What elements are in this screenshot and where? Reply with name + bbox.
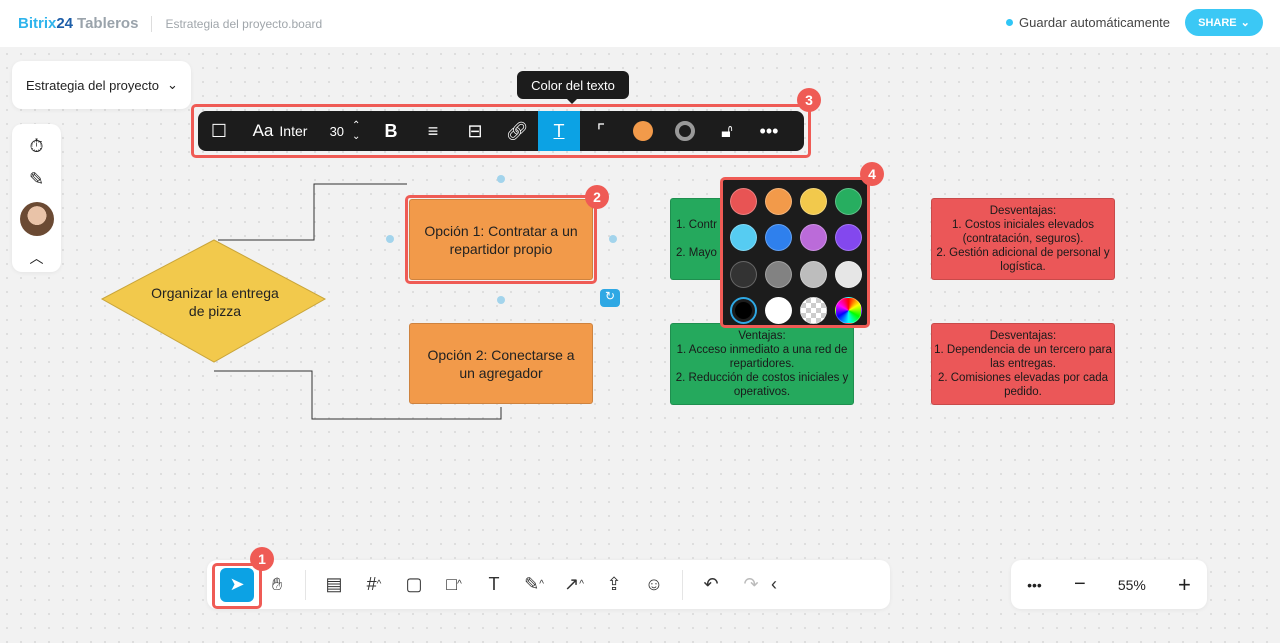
connectors xyxy=(100,183,502,420)
border-color-button[interactable] xyxy=(664,111,706,151)
side-panel: ⏱ ✎ ︿ xyxy=(12,124,61,272)
link-icon[interactable]: 🔗︎ xyxy=(505,120,529,141)
zoom-in-icon[interactable]: + xyxy=(1178,571,1191,597)
align-center-icon[interactable]: ≡ xyxy=(427,120,439,141)
chevron-up-icon[interactable]: ︿ xyxy=(29,250,44,266)
undo-icon[interactable]: ↶ xyxy=(703,574,719,594)
swatch-violet[interactable] xyxy=(835,224,862,252)
avatar[interactable] xyxy=(19,202,54,236)
step-badge-4: 4 xyxy=(860,162,884,186)
select-tool-icon[interactable]: ➤ xyxy=(220,567,254,602)
highlight-option1 xyxy=(405,195,597,284)
file-name: Estrategia del proyecto.board xyxy=(165,16,323,31)
step-badge-1: 1 xyxy=(250,547,274,571)
swatch-green[interactable] xyxy=(835,188,862,215)
swatch-transparent[interactable] xyxy=(800,296,827,324)
bold-icon[interactable]: B xyxy=(384,120,398,141)
fill-color-button[interactable] xyxy=(622,111,664,151)
bottom-toolbar: ➤ ✋︎ ▤ #^ ▢ □^ T ✎^ ↗^ ⇪ ☺ ↶ ↷ ‹ xyxy=(207,560,890,609)
swatch-lightest-gray[interactable] xyxy=(835,260,862,288)
swatch-dark-gray[interactable] xyxy=(730,260,757,288)
text-color-icon[interactable]: T xyxy=(538,111,580,151)
upload-icon[interactable]: ⇪ xyxy=(606,574,622,594)
rotate-icon[interactable]: ↻ xyxy=(600,289,620,307)
templates-icon[interactable]: ▤ xyxy=(325,574,343,594)
share-button[interactable]: SHARE⌄ xyxy=(1185,9,1263,36)
swatch-black-selected[interactable] xyxy=(730,296,757,324)
highlight-select-tool xyxy=(212,563,262,609)
swatch-yellow[interactable] xyxy=(800,188,827,215)
frame-icon[interactable]: ☐ xyxy=(210,120,228,141)
timer-icon[interactable]: ⏱ xyxy=(29,136,44,156)
frame-tool-icon[interactable]: #^ xyxy=(366,574,382,594)
more-icon[interactable]: ••• xyxy=(759,120,779,141)
emoji-icon[interactable]: ☺ xyxy=(644,574,664,594)
corner-radius-icon[interactable]: ⌜ xyxy=(596,120,606,141)
shape-tool-icon[interactable]: □^ xyxy=(446,574,462,594)
swatch-gray[interactable] xyxy=(765,260,792,288)
zoom-out-icon[interactable]: − xyxy=(1073,573,1086,595)
arrow-tool-icon[interactable]: ↗^ xyxy=(564,574,584,594)
magic-wand-icon[interactable]: ✎ xyxy=(28,169,45,189)
step-badge-3: 3 xyxy=(797,88,821,112)
swatch-white[interactable] xyxy=(765,296,792,324)
decision-node[interactable]: Organizar la entrega de pizza xyxy=(151,285,279,319)
swatch-blue[interactable] xyxy=(765,224,792,252)
option2-node[interactable]: Opción 2: Conectarse a un agregador xyxy=(409,323,593,404)
zoom-level: 55% xyxy=(1117,576,1146,593)
collapse-icon[interactable]: ‹ xyxy=(771,574,777,594)
chevron-down-icon: ⌄ xyxy=(166,77,178,92)
zoom-panel: ••• − 55% + xyxy=(1011,560,1207,609)
lock-icon[interactable]: 🔓︎ xyxy=(721,120,733,141)
vertical-align-icon[interactable]: ⊟ xyxy=(467,120,483,141)
text-tool-icon[interactable]: T xyxy=(488,574,500,594)
tooltip: Color del texto xyxy=(517,71,629,104)
cons1-node[interactable]: Desventajas: 1. Costos iniciales elevado… xyxy=(931,198,1115,280)
sticky-note-icon[interactable]: ▢ xyxy=(405,574,423,594)
chevron-down-icon: ⌄ xyxy=(1240,17,1250,29)
color-picker xyxy=(720,177,870,328)
decision-diamond xyxy=(100,239,327,363)
swatch-custom-color[interactable] xyxy=(835,296,862,324)
step-badge-2: 2 xyxy=(585,185,609,209)
board-selector[interactable]: Estrategia del proyecto⌄ xyxy=(12,61,191,109)
swatch-light-gray[interactable] xyxy=(800,260,827,288)
autosave-status: Guardar automáticamente xyxy=(1006,15,1170,30)
hand-tool-icon[interactable]: ✋︎ xyxy=(271,574,283,594)
pen-tool-icon[interactable]: ✎^ xyxy=(524,574,544,594)
font-size-stepper[interactable]: 30⌃⌄ xyxy=(329,120,361,142)
more-icon[interactable]: ••• xyxy=(1027,576,1042,593)
swatch-orange[interactable] xyxy=(765,188,792,215)
swatch-light-blue[interactable] xyxy=(730,224,757,252)
highlight-toolbar xyxy=(191,104,811,158)
swatch-purple[interactable] xyxy=(800,224,827,252)
redo-icon[interactable]: ↷ xyxy=(743,574,759,594)
swatch-red[interactable] xyxy=(730,188,757,215)
cons2-node[interactable]: Desventajas: 1. Dependencia de un tercer… xyxy=(931,323,1115,405)
pros2-node[interactable]: Ventajas: 1. Acceso inmediato a una red … xyxy=(670,323,854,405)
option1-node[interactable]: Opción 1: Contratar a un repartidor prop… xyxy=(409,199,593,280)
